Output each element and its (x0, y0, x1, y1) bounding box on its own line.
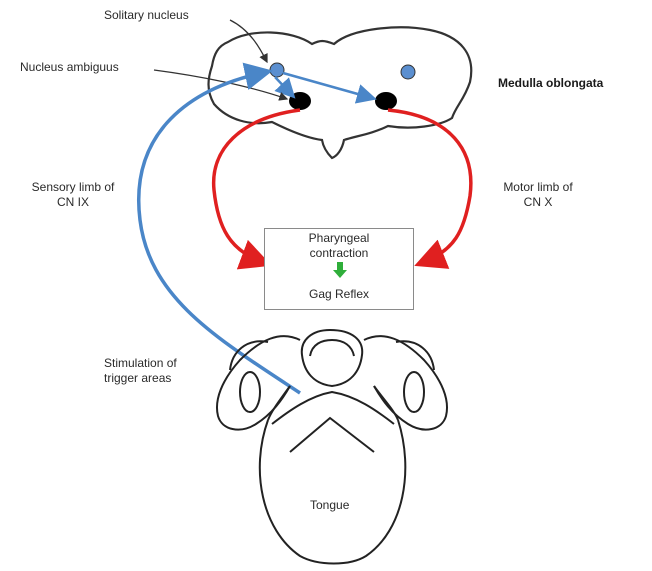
motor-limb-label: Motor limb of CN X (478, 180, 598, 210)
medulla-oblongata-label: Medulla oblongata (498, 76, 603, 91)
stimulation-label: Stimulation of trigger areas (104, 356, 177, 386)
motor-limb-line2: CN X (478, 195, 598, 210)
stimulation-line1: Stimulation of (104, 356, 177, 371)
solitary-nucleus-right (401, 65, 415, 79)
down-arrow-icon (333, 262, 347, 278)
motor-limb-line1: Motor limb of (478, 180, 598, 195)
solitary-nucleus-label: Solitary nucleus (104, 8, 189, 23)
box-line-contraction: contraction (265, 246, 413, 261)
sensory-limb-line1: Sensory limb of (8, 180, 138, 195)
box-line-gag-reflex: Gag Reflex (265, 287, 413, 302)
tongue-label: Tongue (310, 498, 349, 513)
stimulation-line2: trigger areas (104, 371, 177, 386)
box-line-pharyngeal: Pharyngeal (265, 231, 413, 246)
gag-reflex-box: Pharyngeal contraction Gag Reflex (264, 228, 414, 310)
nucleus-ambiguus-right (375, 92, 397, 110)
tongue-drawing (217, 330, 447, 564)
sensory-limb-label: Sensory limb of CN IX (8, 180, 138, 210)
sensory-limb-line2: CN IX (8, 195, 138, 210)
medulla-outline (209, 27, 472, 158)
solitary-nucleus-left (270, 63, 284, 77)
nucleus-ambiguus-label: Nucleus ambiguus (20, 60, 119, 75)
